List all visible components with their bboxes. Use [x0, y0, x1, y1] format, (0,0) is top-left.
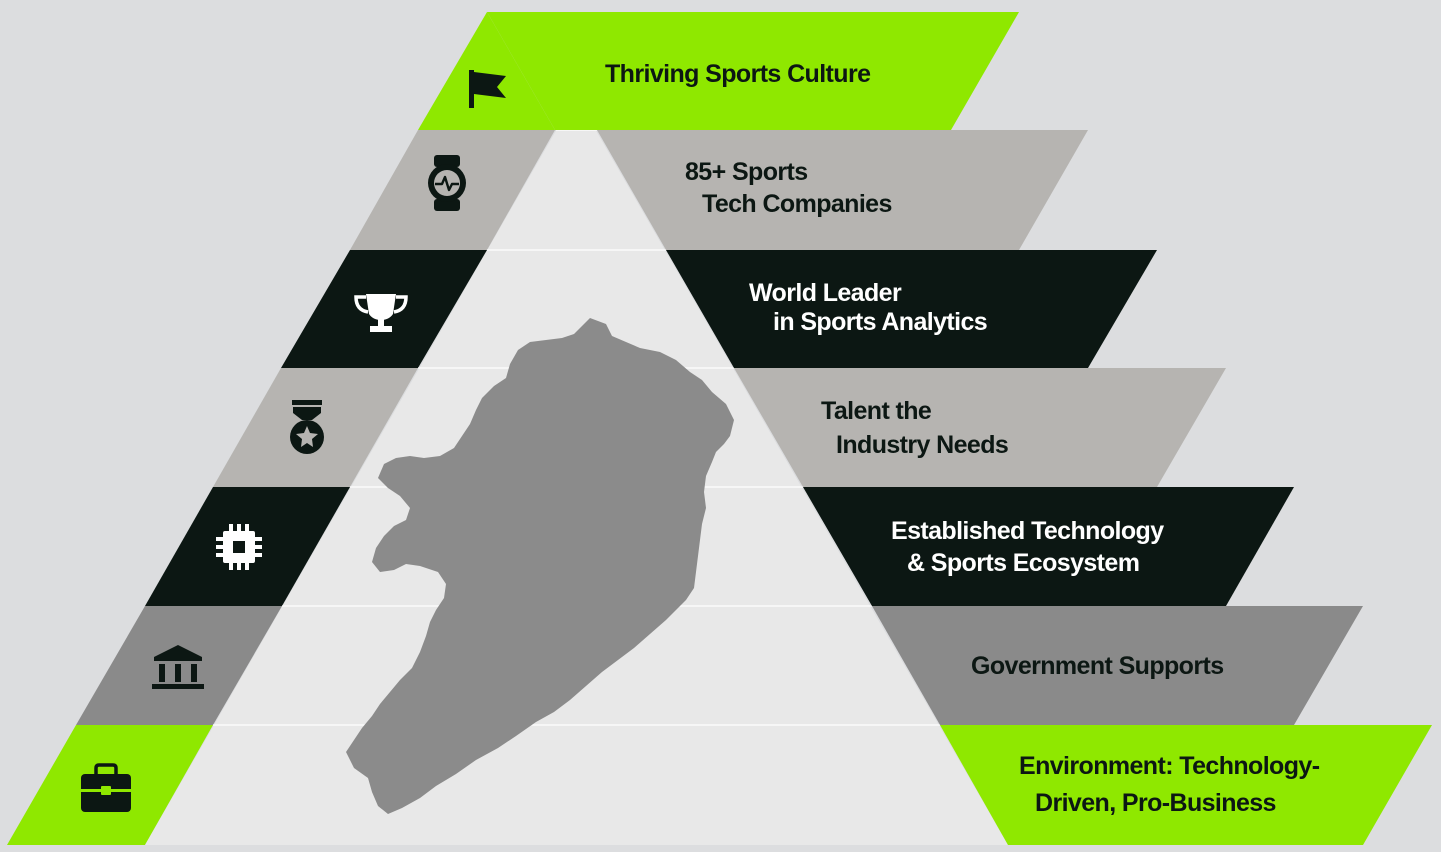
tier-1-banner	[487, 12, 1019, 130]
tier-7-label-line2: Driven, Pro-Business	[1035, 789, 1276, 817]
tier-1-label: Thriving Sports Culture	[605, 58, 871, 90]
tier-1-label-line1: Thriving Sports Culture	[605, 60, 871, 88]
tier-5-label-line1: Established Technology	[891, 517, 1164, 545]
ireland-map	[346, 318, 734, 814]
tier-4-label-line1: Talent the	[821, 397, 932, 425]
tier-4-label: Talent the Industry Needs	[821, 394, 1009, 462]
tier-3-label: World Leader in Sports Analytics	[749, 279, 988, 337]
tier-6-label-line1: Government Supports	[971, 652, 1224, 680]
tier-2-banner	[597, 130, 1088, 250]
tier-3-label-line2: in Sports Analytics	[773, 308, 988, 336]
briefcase-icon	[81, 763, 131, 812]
tier-6-label: Government Supports	[971, 650, 1224, 682]
tier-6-banner	[872, 606, 1363, 725]
bank-icon	[152, 645, 204, 689]
medal-icon	[290, 400, 324, 454]
tier-7-label-line1: Environment: Technology-	[1019, 752, 1320, 780]
tier-3-banner	[666, 250, 1157, 368]
trophy-icon	[354, 294, 408, 332]
tier-2-label-line1: 85+ Sports	[685, 158, 808, 186]
tier-7-banner	[940, 725, 1432, 845]
tier-5-banner	[803, 487, 1294, 606]
tier-5-label-line2: & Sports Ecosystem	[907, 549, 1140, 577]
tier-4-label-line2: Industry Needs	[836, 431, 1009, 459]
tier-4-banner	[734, 368, 1226, 487]
tier-7-label: Environment: Technology- Driven, Pro-Bus…	[1019, 748, 1320, 822]
chip-icon	[216, 524, 262, 570]
tier-1-left-tile	[418, 12, 555, 130]
tier-2-label: 85+ Sports Tech Companies	[685, 156, 892, 220]
tier-2-label-line2: Tech Companies	[702, 190, 892, 218]
smartwatch-icon	[428, 155, 466, 211]
flag-icon	[469, 70, 506, 108]
tier-5-label: Established Technology & Sports Ecosyste…	[891, 515, 1164, 579]
tier-3-label-line1: World Leader	[749, 279, 902, 307]
